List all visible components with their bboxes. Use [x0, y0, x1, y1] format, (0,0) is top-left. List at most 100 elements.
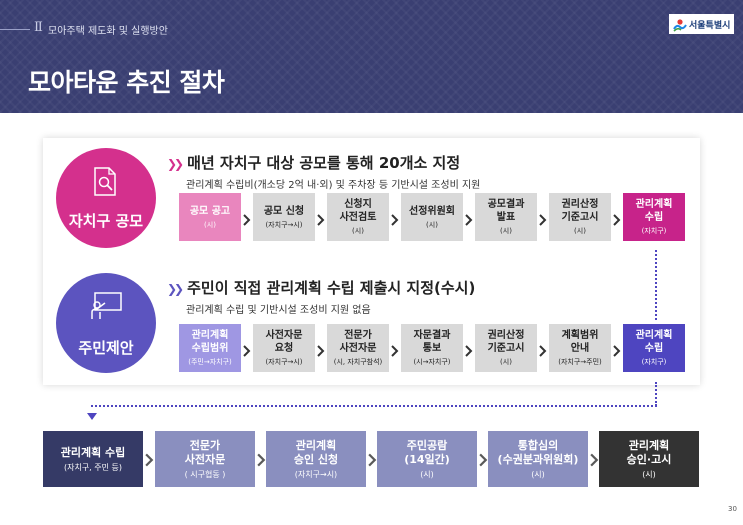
track2-step-sub: (시, 자치구참석) [333, 358, 383, 366]
track2-step-sub: (주민→자치구) [188, 358, 232, 366]
track2-circle-label: 주민제안 [78, 339, 134, 357]
track1-step-sub: (자치구) [641, 227, 667, 235]
chevron-right-icon [243, 211, 251, 226]
track2-step-sub: (시→자치구) [413, 358, 451, 366]
track1-step-sub: (자치구→시) [265, 220, 303, 229]
track1-step-5: 공모결과 발표 (시) [475, 193, 537, 241]
final-step-sub: ( 시구협동 ) [184, 469, 226, 479]
final-step-sub: (자치구, 주민 등) [63, 462, 123, 472]
track2-step-7: 관리계획 수립 (자치구) [623, 324, 685, 372]
track2-step-title: 권리산정 기준고시 [487, 330, 525, 354]
final-step-sub: (시) [642, 469, 656, 479]
page-title: 모아타운 추진 절차 [28, 68, 225, 97]
page-number: 30 [728, 505, 737, 513]
header-pattern [0, 0, 743, 113]
final-step-1: 관리계획 수립 (자치구, 주민 등) [43, 431, 143, 487]
final-step-5: 통합심의 (수권분과위원회) (시) [488, 431, 588, 487]
track1-step-6: 권리산정 기준고시 (시) [549, 193, 611, 241]
final-step-2: 전문가 사전자문 ( 시구협동 ) [155, 431, 255, 487]
chevron-right-icon [613, 342, 621, 357]
track1-title: ❯❯매년 자치구 대상 공모를 통해 20개소 지정 [167, 152, 460, 173]
track2-step-5: 권리산정 기준고시(시) [475, 324, 537, 372]
seoul-logo-icon [673, 17, 687, 32]
final-step-sub: (시) [420, 469, 434, 479]
final-step-title: 관리계획 승인·고시 [626, 438, 672, 466]
chevron-right-icon [539, 211, 547, 226]
header-banner: Ⅱ 모아주택 제도화 및 실행방안 서울특별시 모아타운 추진 절차 [0, 0, 743, 113]
final-step-sub: (시) [531, 469, 545, 479]
track1-step-title: 선정위원회 [409, 205, 455, 217]
track1-step-1: 공모 공고(시) [179, 193, 241, 241]
track2-step-4: 자문결과 통보 (시→자치구) [401, 324, 463, 372]
track2-step-sub: (자치구) [641, 358, 667, 366]
chevron-right-icon [317, 342, 325, 357]
presentation-board-icon [91, 292, 122, 319]
track1-step-sub: (시) [426, 220, 438, 229]
chevron-right-icon [465, 211, 473, 226]
chevron-right-icon [145, 452, 154, 467]
track2-step-title: 전문가 사전자문 [339, 330, 377, 354]
final-step-title: 관리계획 수립 [60, 445, 126, 459]
final-step-title: 관리계획 승인 신청 [293, 438, 339, 466]
track2-step-title: 계획범위 안내 [561, 330, 599, 354]
search-document-icon [94, 167, 116, 196]
track2-title-text: 주민이 직접 관리계획 수립 제출시 지정(수시) [187, 279, 476, 297]
track1-step-sub: (시) [500, 227, 512, 235]
chevron-right-icon [465, 342, 473, 357]
chevron-right-icon [590, 452, 599, 467]
final-step-4: 주민공람 (14일간) (시) [377, 431, 477, 487]
track1-step-title: 관리계획 수립 [635, 199, 673, 223]
chevron-right-icon [539, 342, 547, 357]
connector-dotted-vertical [655, 250, 657, 320]
chevron-right-icon [317, 211, 325, 226]
track1-step-3: 신청지 사전검토(시) [327, 193, 389, 241]
section-label: 모아주택 제도화 및 실행방안 [48, 26, 168, 37]
track2-title: ❯❯주민이 직접 관리계획 수립 제출시 지정(수시) [167, 277, 475, 298]
track2-step-sub: (자치구→시) [265, 358, 303, 366]
track1-step-title: 공모 신청 [263, 205, 305, 217]
track2-subtitle: 관리계획 수립 및 기반시설 조성비 지원 없음 [186, 305, 371, 316]
track1-title-text: 매년 자치구 대상 공모를 통해 20개소 지정 [187, 154, 461, 172]
final-step-title: 주민공람 (14일간) [404, 438, 450, 466]
chevron-right-icon [368, 452, 377, 467]
chevron-right-icon [479, 452, 488, 467]
track1-step-title: 신청지 사전검토 [339, 199, 377, 223]
final-step-6: 관리계획 승인·고시 (시) [599, 431, 699, 487]
track1-step-title: 공모결과 발표 [487, 199, 525, 223]
connector-dotted-vertical-lower [655, 382, 657, 406]
double-chevron-icon: ❯❯ [167, 282, 184, 296]
track1-subtitle: 관리계획 수립비(개소당 2억 내·외) 및 주차장 등 기반시설 조성비 지원 [186, 180, 481, 191]
track1-step-7: 관리계획 수립 (자치구) [623, 193, 685, 241]
track2-step-2: 사전자문 요청 (자치구→시) [253, 324, 315, 372]
track2-step-3: 전문가 사전자문 (시, 자치구참석) [327, 324, 389, 372]
section-number: Ⅱ [34, 20, 43, 35]
track1-step-4: 선정위원회 (시) [401, 193, 463, 241]
track2-step-6: 계획범위 안내 (자치구→주민) [549, 324, 611, 372]
chevron-right-icon [391, 342, 399, 357]
logo-text: 서울특별시 [689, 20, 731, 31]
track2-step-sub: (자치구→주민) [558, 358, 602, 366]
final-step-title: 전문가 사전자문 [184, 438, 226, 466]
connector-arrow-icon [87, 413, 97, 420]
chevron-right-icon [243, 342, 251, 357]
track1-step-title: 공모 공고 [189, 205, 231, 217]
track2-step-title: 자문결과 통보 [413, 330, 451, 354]
track1-circle: 자치구 공모 [56, 148, 156, 248]
section-rule [0, 29, 30, 30]
track1-step-2: 공모 신청 (자치구→시) [253, 193, 315, 241]
chevron-right-icon [613, 211, 621, 226]
final-step-sub: (자치구→시) [294, 469, 338, 479]
track1-circle-label: 자치구 공모 [68, 212, 144, 230]
track1-step-sub: (시) [574, 227, 586, 235]
connector-dotted-horizontal [91, 405, 657, 407]
track2-step-title: 관리계획 수립 [635, 330, 673, 354]
track2-circle: 주민제안 [56, 273, 156, 373]
track2-step-title: 관리계획 수립범위 [191, 330, 229, 354]
chevron-right-icon [391, 211, 399, 226]
track2-step-1: 관리계획 수립범위 (주민→자치구) [179, 324, 241, 372]
track1-step-title: 권리산정 기준고시 [561, 199, 599, 223]
chevron-right-icon [257, 452, 266, 467]
final-step-title: 통합심의 (수권분과위원회) [497, 438, 579, 466]
final-step-3: 관리계획 승인 신청 (자치구→시) [266, 431, 366, 487]
track2-step-title: 사전자문 요청 [265, 330, 303, 354]
